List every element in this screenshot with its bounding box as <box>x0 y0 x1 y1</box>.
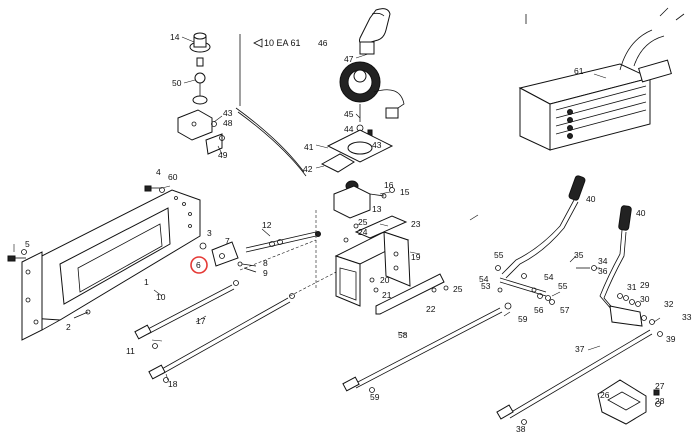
lever-right <box>576 205 663 337</box>
part-label-34[interactable]: 34 <box>598 256 608 266</box>
part-label-13[interactable]: 13 <box>372 204 382 214</box>
highlight-circle <box>190 256 208 274</box>
part-number-labels: 1 2 3 4 5 6 7 8 9 10 11 12 13 14 15 16 1… <box>25 32 692 434</box>
part-label-55-b[interactable]: 55 <box>558 281 568 291</box>
part-label-35[interactable]: 35 <box>574 250 584 260</box>
part-label-39[interactable]: 39 <box>666 334 676 344</box>
part-label-42[interactable]: 42 <box>303 164 313 174</box>
part-label-10[interactable]: 10 <box>156 292 166 302</box>
rod-assembly-right <box>496 329 653 425</box>
bracket-assembly <box>334 215 449 315</box>
part-label-60[interactable]: 60 <box>168 172 178 182</box>
joystick-assembly <box>320 8 405 219</box>
bolt-and-washer <box>7 249 27 262</box>
part-label-24[interactable]: 24 <box>358 227 368 237</box>
reference-label: 10 EA 61 <box>264 38 301 48</box>
part-label-59-b[interactable]: 59 <box>518 314 528 324</box>
rod-assembly-left <box>134 280 295 383</box>
part-label-25-b[interactable]: 25 <box>453 284 463 294</box>
rod-assembly-center <box>342 302 512 393</box>
reference-arrow-icon <box>253 38 263 48</box>
part-label-25-a[interactable]: 25 <box>358 217 368 227</box>
part-label-33[interactable]: 33 <box>682 312 692 322</box>
part-label-50[interactable]: 50 <box>172 78 182 88</box>
part-label-4[interactable]: 4 <box>156 167 161 177</box>
guide-curve-inner <box>237 111 307 177</box>
part-label-2[interactable]: 2 <box>66 322 71 332</box>
part-label-43-a[interactable]: 43 <box>223 108 233 118</box>
part-label-46[interactable]: 46 <box>318 38 328 48</box>
linkage-assembly <box>199 231 321 273</box>
part-label-43-b[interactable]: 43 <box>372 140 382 150</box>
part-label-47[interactable]: 47 <box>344 54 354 64</box>
part-label-40-a[interactable]: 40 <box>586 194 596 204</box>
part-label-54-a[interactable]: 54 <box>479 274 489 284</box>
part-label-18[interactable]: 18 <box>168 379 178 389</box>
part-label-1[interactable]: 1 <box>144 277 149 287</box>
part-label-12[interactable]: 12 <box>262 220 272 230</box>
lever-bank <box>518 7 685 151</box>
part-label-32[interactable]: 32 <box>664 299 674 309</box>
part-label-38[interactable]: 38 <box>516 424 526 434</box>
part-label-58[interactable]: 58 <box>398 330 408 340</box>
part-label-22[interactable]: 22 <box>426 304 436 314</box>
part-label-61[interactable]: 61 <box>574 66 584 76</box>
part-label-56[interactable]: 56 <box>534 305 544 315</box>
part-label-20[interactable]: 20 <box>380 275 390 285</box>
part-label-54-b[interactable]: 54 <box>544 272 554 282</box>
part-label-16[interactable]: 16 <box>384 180 394 190</box>
part-label-49[interactable]: 49 <box>218 150 228 160</box>
bolt <box>144 185 165 193</box>
part-label-9[interactable]: 9 <box>263 268 268 278</box>
pin <box>73 309 91 319</box>
part-label-53[interactable]: 53 <box>481 281 491 291</box>
mounting-plate <box>21 189 201 341</box>
part-label-31[interactable]: 31 <box>627 282 637 292</box>
part-label-14[interactable]: 14 <box>170 32 180 42</box>
part-label-19[interactable]: 19 <box>411 252 421 262</box>
part-label-41[interactable]: 41 <box>304 142 314 152</box>
part-label-48[interactable]: 48 <box>223 118 233 128</box>
part-label-26[interactable]: 26 <box>600 390 610 400</box>
part-label-11[interactable]: 11 <box>126 346 135 356</box>
part-label-28[interactable]: 28 <box>655 396 665 406</box>
ball-joint-assembly <box>177 32 225 155</box>
part-label-40-b[interactable]: 40 <box>636 208 646 218</box>
part-label-27[interactable]: 27 <box>655 381 665 391</box>
part-label-15[interactable]: 15 <box>400 187 410 197</box>
guide-curve <box>235 107 305 173</box>
part-label-29[interactable]: 29 <box>640 280 650 290</box>
part-label-5[interactable]: 5 <box>25 239 30 249</box>
part-label-59-a[interactable]: 59 <box>370 392 380 402</box>
part-label-36[interactable]: 36 <box>598 266 608 276</box>
part-label-17[interactable]: 17 <box>196 316 206 326</box>
part-label-55-a[interactable]: 55 <box>494 250 504 260</box>
connection-lines <box>239 210 341 297</box>
angle-bracket <box>597 379 661 425</box>
part-label-3[interactable]: 3 <box>207 228 212 238</box>
part-label-45[interactable]: 45 <box>344 109 354 119</box>
part-label-37[interactable]: 37 <box>575 344 585 354</box>
part-label-6[interactable]: 6 <box>196 260 201 270</box>
reference-callout: 10 EA 61 <box>253 38 301 48</box>
part-label-8[interactable]: 8 <box>263 258 268 268</box>
part-label-21[interactable]: 21 <box>382 290 392 300</box>
part-label-23[interactable]: 23 <box>411 219 421 229</box>
part-label-44[interactable]: 44 <box>344 124 354 134</box>
part-label-7[interactable]: 7 <box>225 236 230 246</box>
lever-left <box>495 175 586 305</box>
part-label-57[interactable]: 57 <box>560 305 570 315</box>
part-label-30[interactable]: 30 <box>640 294 650 304</box>
leader-lines <box>13 36 661 381</box>
